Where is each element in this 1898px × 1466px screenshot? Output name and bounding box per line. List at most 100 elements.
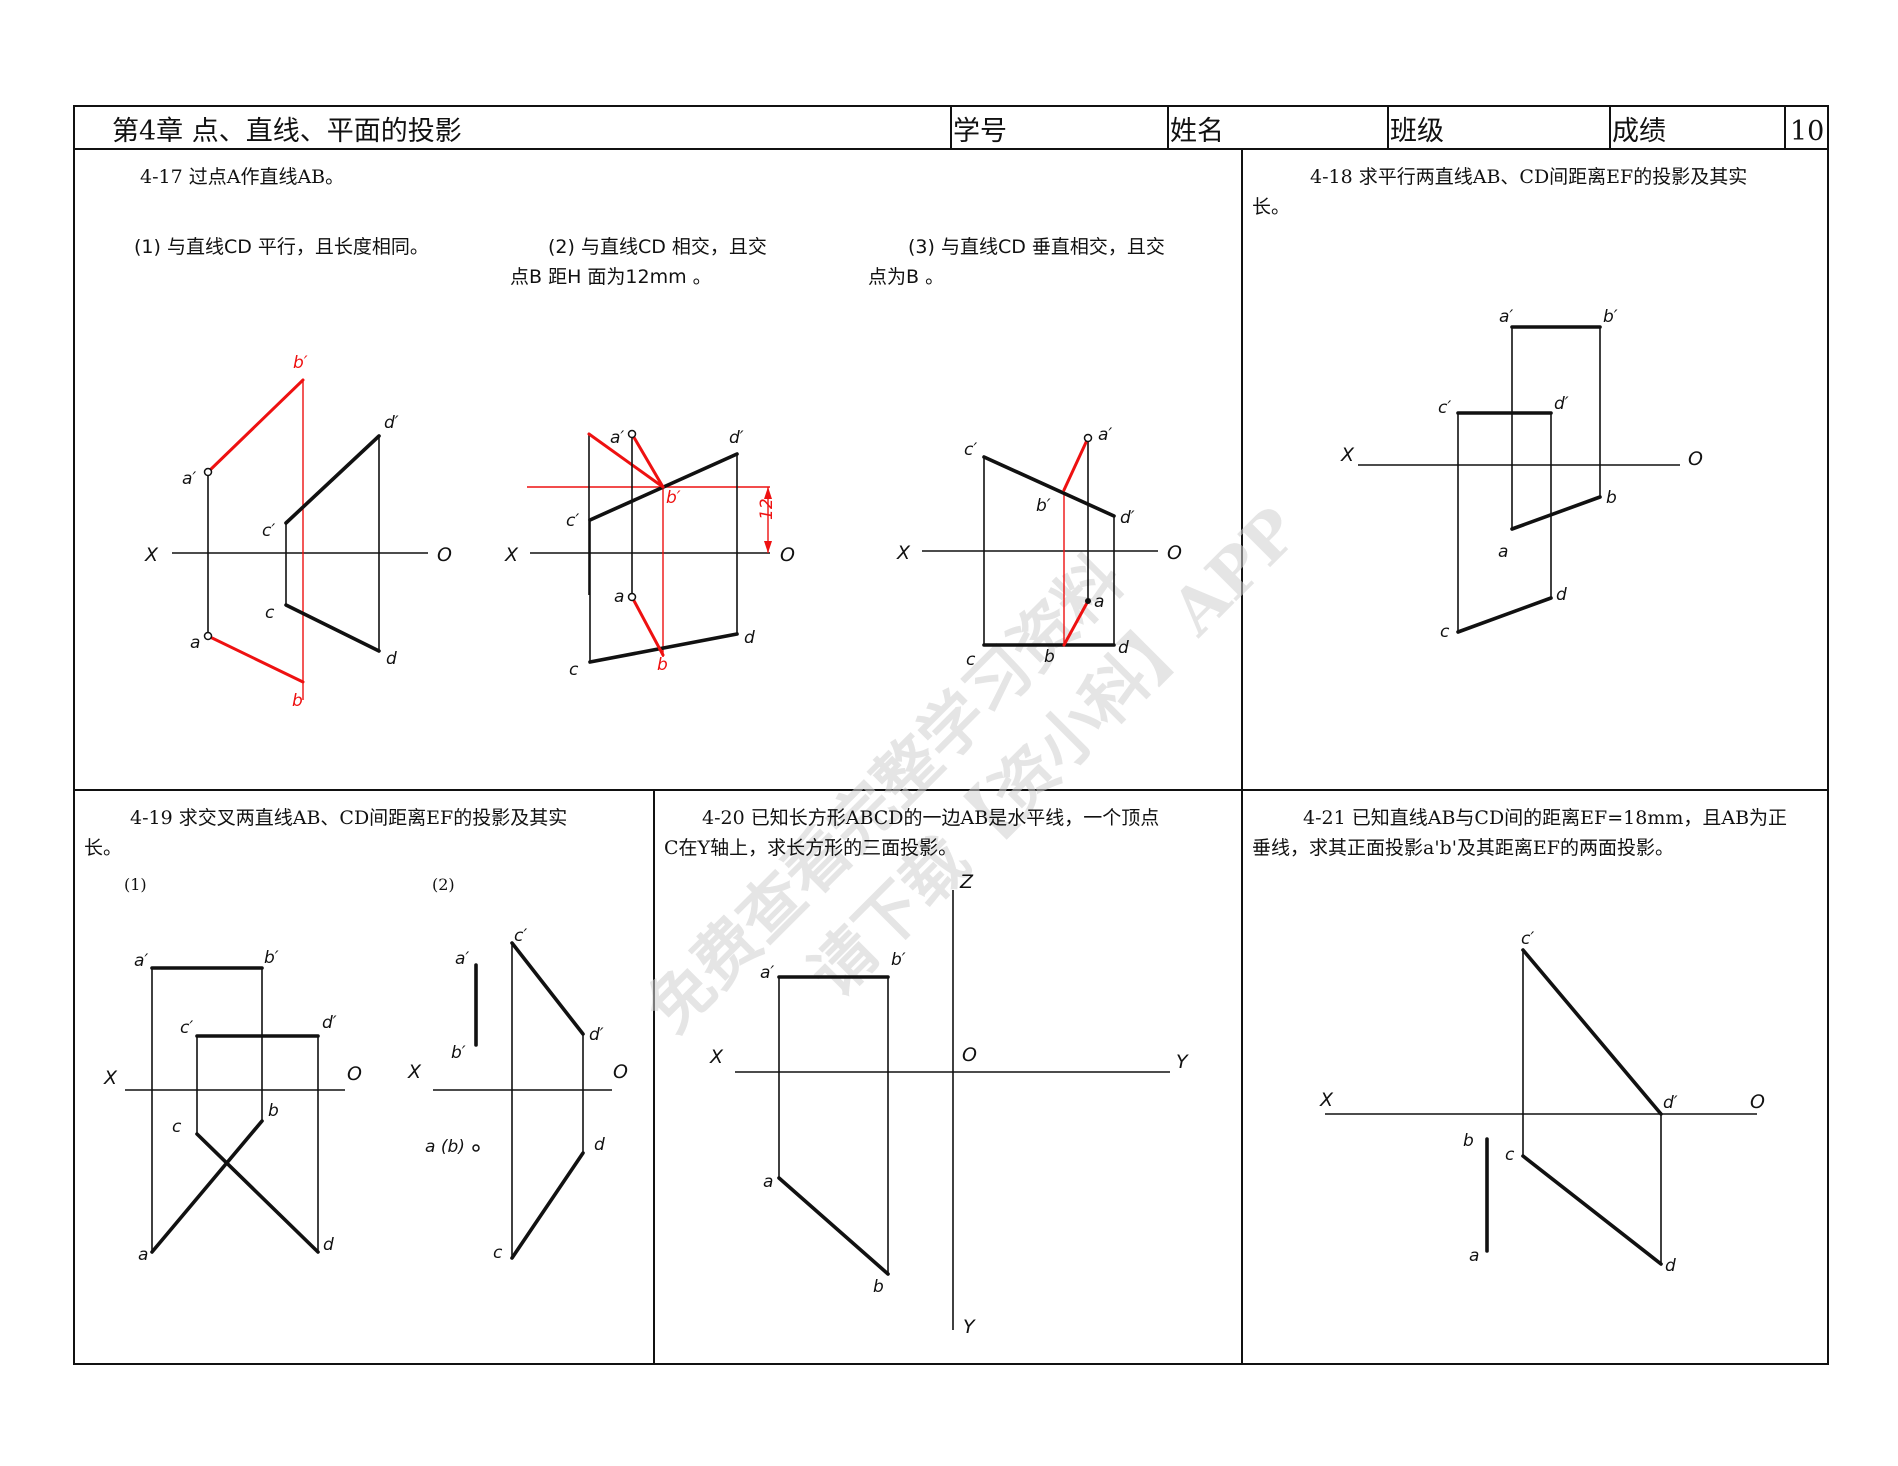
q4-20-title-line1: 4-20 已知长方形ABCD的一边AB是水平线，一个顶点 (702, 807, 1159, 829)
label-b: b (1463, 1131, 1474, 1151)
q4-17-title: 4-17 过点A作直线AB。 (140, 166, 344, 188)
axis-o-label: O (1167, 542, 1182, 564)
label-c: c (569, 660, 579, 680)
line-ab (777, 1176, 890, 1276)
watermark: 免费查看完整学习资料 请下载【资小科】APP (633, 493, 1314, 1047)
q4-20-title-line2: C在Y轴上，求长方形的三面投影。 (664, 837, 957, 859)
label-b: b (1044, 647, 1055, 667)
line-cd (195, 1132, 320, 1254)
label-b1: b′ (666, 488, 681, 508)
label-b1: b′ (1036, 496, 1051, 516)
label-d1: d′ (1663, 1093, 1678, 1113)
name-label: 姓名 (1170, 116, 1224, 147)
label-d: d (386, 649, 397, 669)
label-b1: b′ (1603, 307, 1618, 327)
label-c1: c′ (514, 926, 527, 946)
point-a (627, 592, 637, 602)
label-b1: b′ (264, 948, 279, 968)
line-ab (150, 1119, 264, 1254)
axis-x-label: X (144, 544, 159, 566)
q4-19-sub1: (1) (124, 875, 147, 894)
answer-line-ab (206, 634, 305, 684)
label-b: b (657, 655, 668, 675)
q4-17-figure-1: X O a′ a b′ b c′ c d′ d (144, 353, 452, 711)
q4-21-title-line2: 垂线，求其正面投影a'b'及其距离EF的两面投影。 (1252, 837, 1674, 859)
axis-y-right-label: Y (1176, 1051, 1189, 1073)
label-a1: a′ (1098, 425, 1112, 445)
label-d: d (323, 1235, 334, 1255)
axis-x-label: X (504, 544, 519, 566)
point-a (203, 631, 213, 641)
class-label: 班级 (1390, 116, 1444, 147)
point-a (1085, 598, 1091, 604)
axis-o-label: O (437, 544, 452, 566)
label-b: b (873, 1277, 884, 1297)
axis-x-label: X (1340, 444, 1355, 466)
line-cd (510, 1151, 585, 1260)
axis-z-label: Z (959, 871, 974, 893)
line-ab (1510, 495, 1602, 531)
line-c1d1 (982, 455, 1116, 518)
label-d: d (1556, 585, 1567, 605)
axis-x-label-1: X (103, 1067, 118, 1089)
label-b: b (1606, 488, 1617, 508)
label-c: c (966, 650, 976, 670)
q4-17-sub2-line2: 点B 距H 面为12mm 。 (510, 266, 712, 288)
answer-line-ab (630, 595, 665, 657)
answer-line-a1b1 (206, 378, 305, 474)
label-a: a (138, 1245, 148, 1265)
label-a: a (763, 1172, 773, 1192)
label-ab-coincide: a (b) (425, 1137, 465, 1157)
axis-x-label: X (896, 542, 911, 564)
label-d: d (744, 628, 755, 648)
q4-21-title-line1: 4-21 已知直线AB与CD间的距离EF=18mm，且AB为正 (1303, 807, 1787, 829)
label-c: c (493, 1243, 503, 1263)
label-b: b (268, 1101, 279, 1121)
q4-18-title-line1: 4-18 求平行两直线AB、CD间距离EF的投影及其实 (1310, 166, 1747, 188)
problem-4-18: 4-18 求平行两直线AB、CD间距离EF的投影及其实 长。 X O a′ b′… (1252, 166, 1747, 642)
problem-4-20: 4-20 已知长方形ABCD的一边AB是水平线，一个顶点 C在Y轴上，求长方形的… (664, 807, 1189, 1338)
dimension-arrow-bottom (764, 541, 772, 553)
label-a: a (1469, 1246, 1479, 1266)
answer-line-ab (1062, 599, 1090, 647)
q4-18-title-line2: 长。 (1252, 196, 1290, 218)
problem-4-19: 4-19 求交叉两直线AB、CD间距离EF的投影及其实 长。 (1) (2) X… (84, 807, 628, 1265)
dimension-arrow-top (764, 487, 772, 499)
q4-17-figure-3: X O a′ a b′ b c′ c d′ d (896, 425, 1182, 670)
label-d1: d′ (384, 413, 399, 433)
page-number: 10 (1790, 116, 1824, 147)
student-id-label: 学号 (953, 116, 1007, 147)
axis-o-label-1: O (347, 1063, 362, 1085)
label-c1: c′ (964, 440, 977, 460)
axis-o-label: O (1688, 448, 1703, 470)
label-a1: a′ (455, 949, 469, 969)
axis-x-label: X (1319, 1089, 1334, 1111)
axis-o-label-2: O (613, 1061, 628, 1083)
point-a1 (1083, 433, 1093, 443)
label-a: a (614, 587, 624, 607)
label-a: a (1094, 592, 1104, 612)
axis-y-bottom-label: Y (963, 1316, 976, 1338)
label-c1: c′ (1438, 398, 1451, 418)
label-d: d (1665, 1256, 1676, 1276)
label-b1: b′ (293, 353, 308, 373)
point-ab-coincide (472, 1144, 480, 1152)
line-c1d1 (284, 434, 381, 525)
label-c: c (1505, 1145, 1515, 1165)
line-cd (1456, 596, 1553, 634)
line-c1d1 (510, 941, 585, 1036)
label-a: a (190, 633, 200, 653)
q4-19-title-line2: 长。 (84, 837, 122, 859)
label-d1: d′ (589, 1025, 604, 1045)
label-b1: b′ (891, 950, 906, 970)
label-c1: c′ (262, 521, 275, 541)
label-d1: d′ (1554, 394, 1569, 414)
point-a1 (203, 467, 213, 477)
label-a1: a′ (610, 428, 624, 448)
label-d: d (594, 1135, 605, 1155)
line-cd (284, 603, 381, 653)
axis-x-label-2: X (407, 1061, 422, 1083)
score-label: 成绩 (1612, 116, 1666, 147)
chapter-title: 第4章 点、直线、平面的投影 (112, 116, 462, 147)
